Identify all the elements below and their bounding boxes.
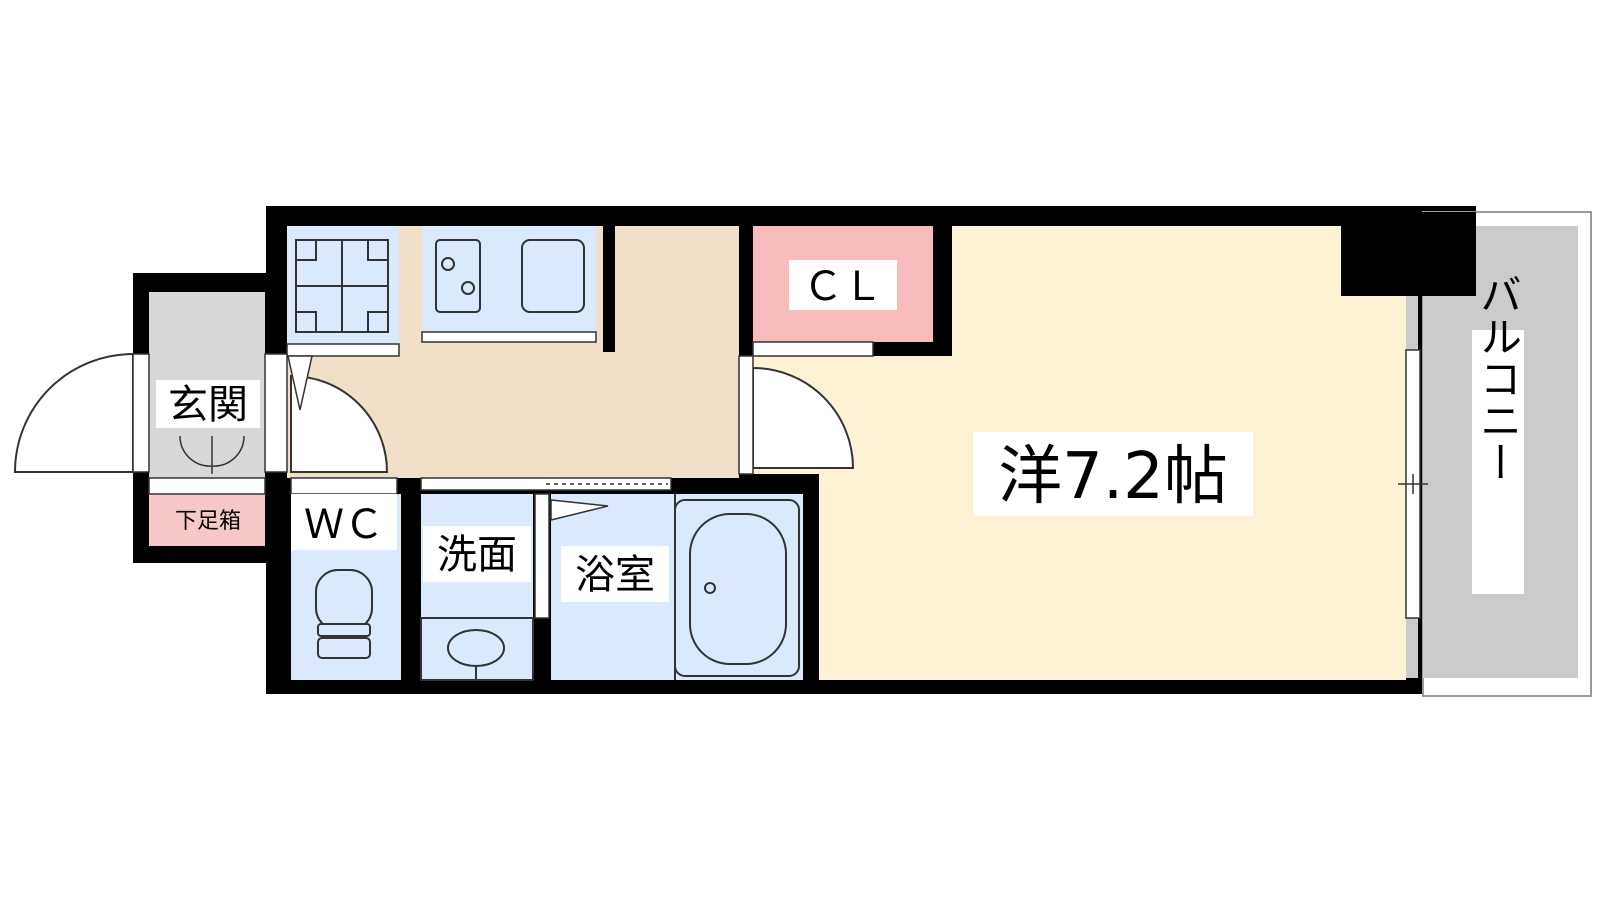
- balcony-label: バルコニー: [1474, 273, 1523, 483]
- wc-door-leaf: [287, 355, 313, 411]
- room-label-bg: [973, 432, 1253, 516]
- bath-wall: [803, 478, 819, 680]
- bathroom-label-bg: [561, 546, 669, 602]
- entrance-door-frame: [132, 353, 150, 473]
- bathroom-door-leaf: [550, 499, 609, 521]
- room-door-icon: [752, 366, 855, 469]
- bathroom-label: 浴室: [575, 552, 655, 598]
- wc-wall: [403, 494, 421, 680]
- getabako-box: [149, 494, 265, 546]
- counter-wall: [603, 226, 615, 352]
- kitchen-counter: [422, 226, 596, 332]
- inner-door-frame: [264, 353, 288, 473]
- closet-label-bg: [789, 260, 897, 310]
- washroom-label: 洗面: [437, 532, 517, 578]
- genkan-label: 玄関: [168, 382, 248, 428]
- kitchen-sink-icon: [521, 239, 585, 313]
- getabako-label: 下足箱: [175, 509, 241, 534]
- closet-door: [752, 341, 874, 357]
- wc-door-frame: [290, 477, 398, 495]
- inner-left-wall: [266, 292, 287, 682]
- counter-edge: [421, 331, 597, 343]
- getabako-door-icon: [179, 435, 245, 474]
- wc-label-bg: [291, 494, 397, 550]
- balcony-label-bg: [1472, 330, 1524, 594]
- washroom-label-bg: [423, 526, 531, 582]
- column: [1341, 212, 1476, 296]
- entrance-door-icon: [13, 352, 134, 473]
- stove-icon: [435, 239, 481, 313]
- fridge-icon: [295, 239, 389, 333]
- closet-label: ＣＬ: [803, 264, 883, 310]
- toilet-icon: [315, 569, 373, 659]
- getabako-edge: [148, 477, 266, 495]
- wash-basin-icon: [420, 617, 534, 681]
- closet-right-wall: [933, 206, 952, 356]
- western-room-floor-left: [819, 356, 959, 680]
- wc-label: ＷＣ: [304, 502, 384, 548]
- fridge-door-frame: [286, 343, 400, 357]
- room-label: 洋7.2帖: [998, 440, 1228, 514]
- room-door-frame: [738, 355, 754, 475]
- bathroom-door-frame: [534, 493, 550, 619]
- genkan-label-bg: [156, 380, 260, 428]
